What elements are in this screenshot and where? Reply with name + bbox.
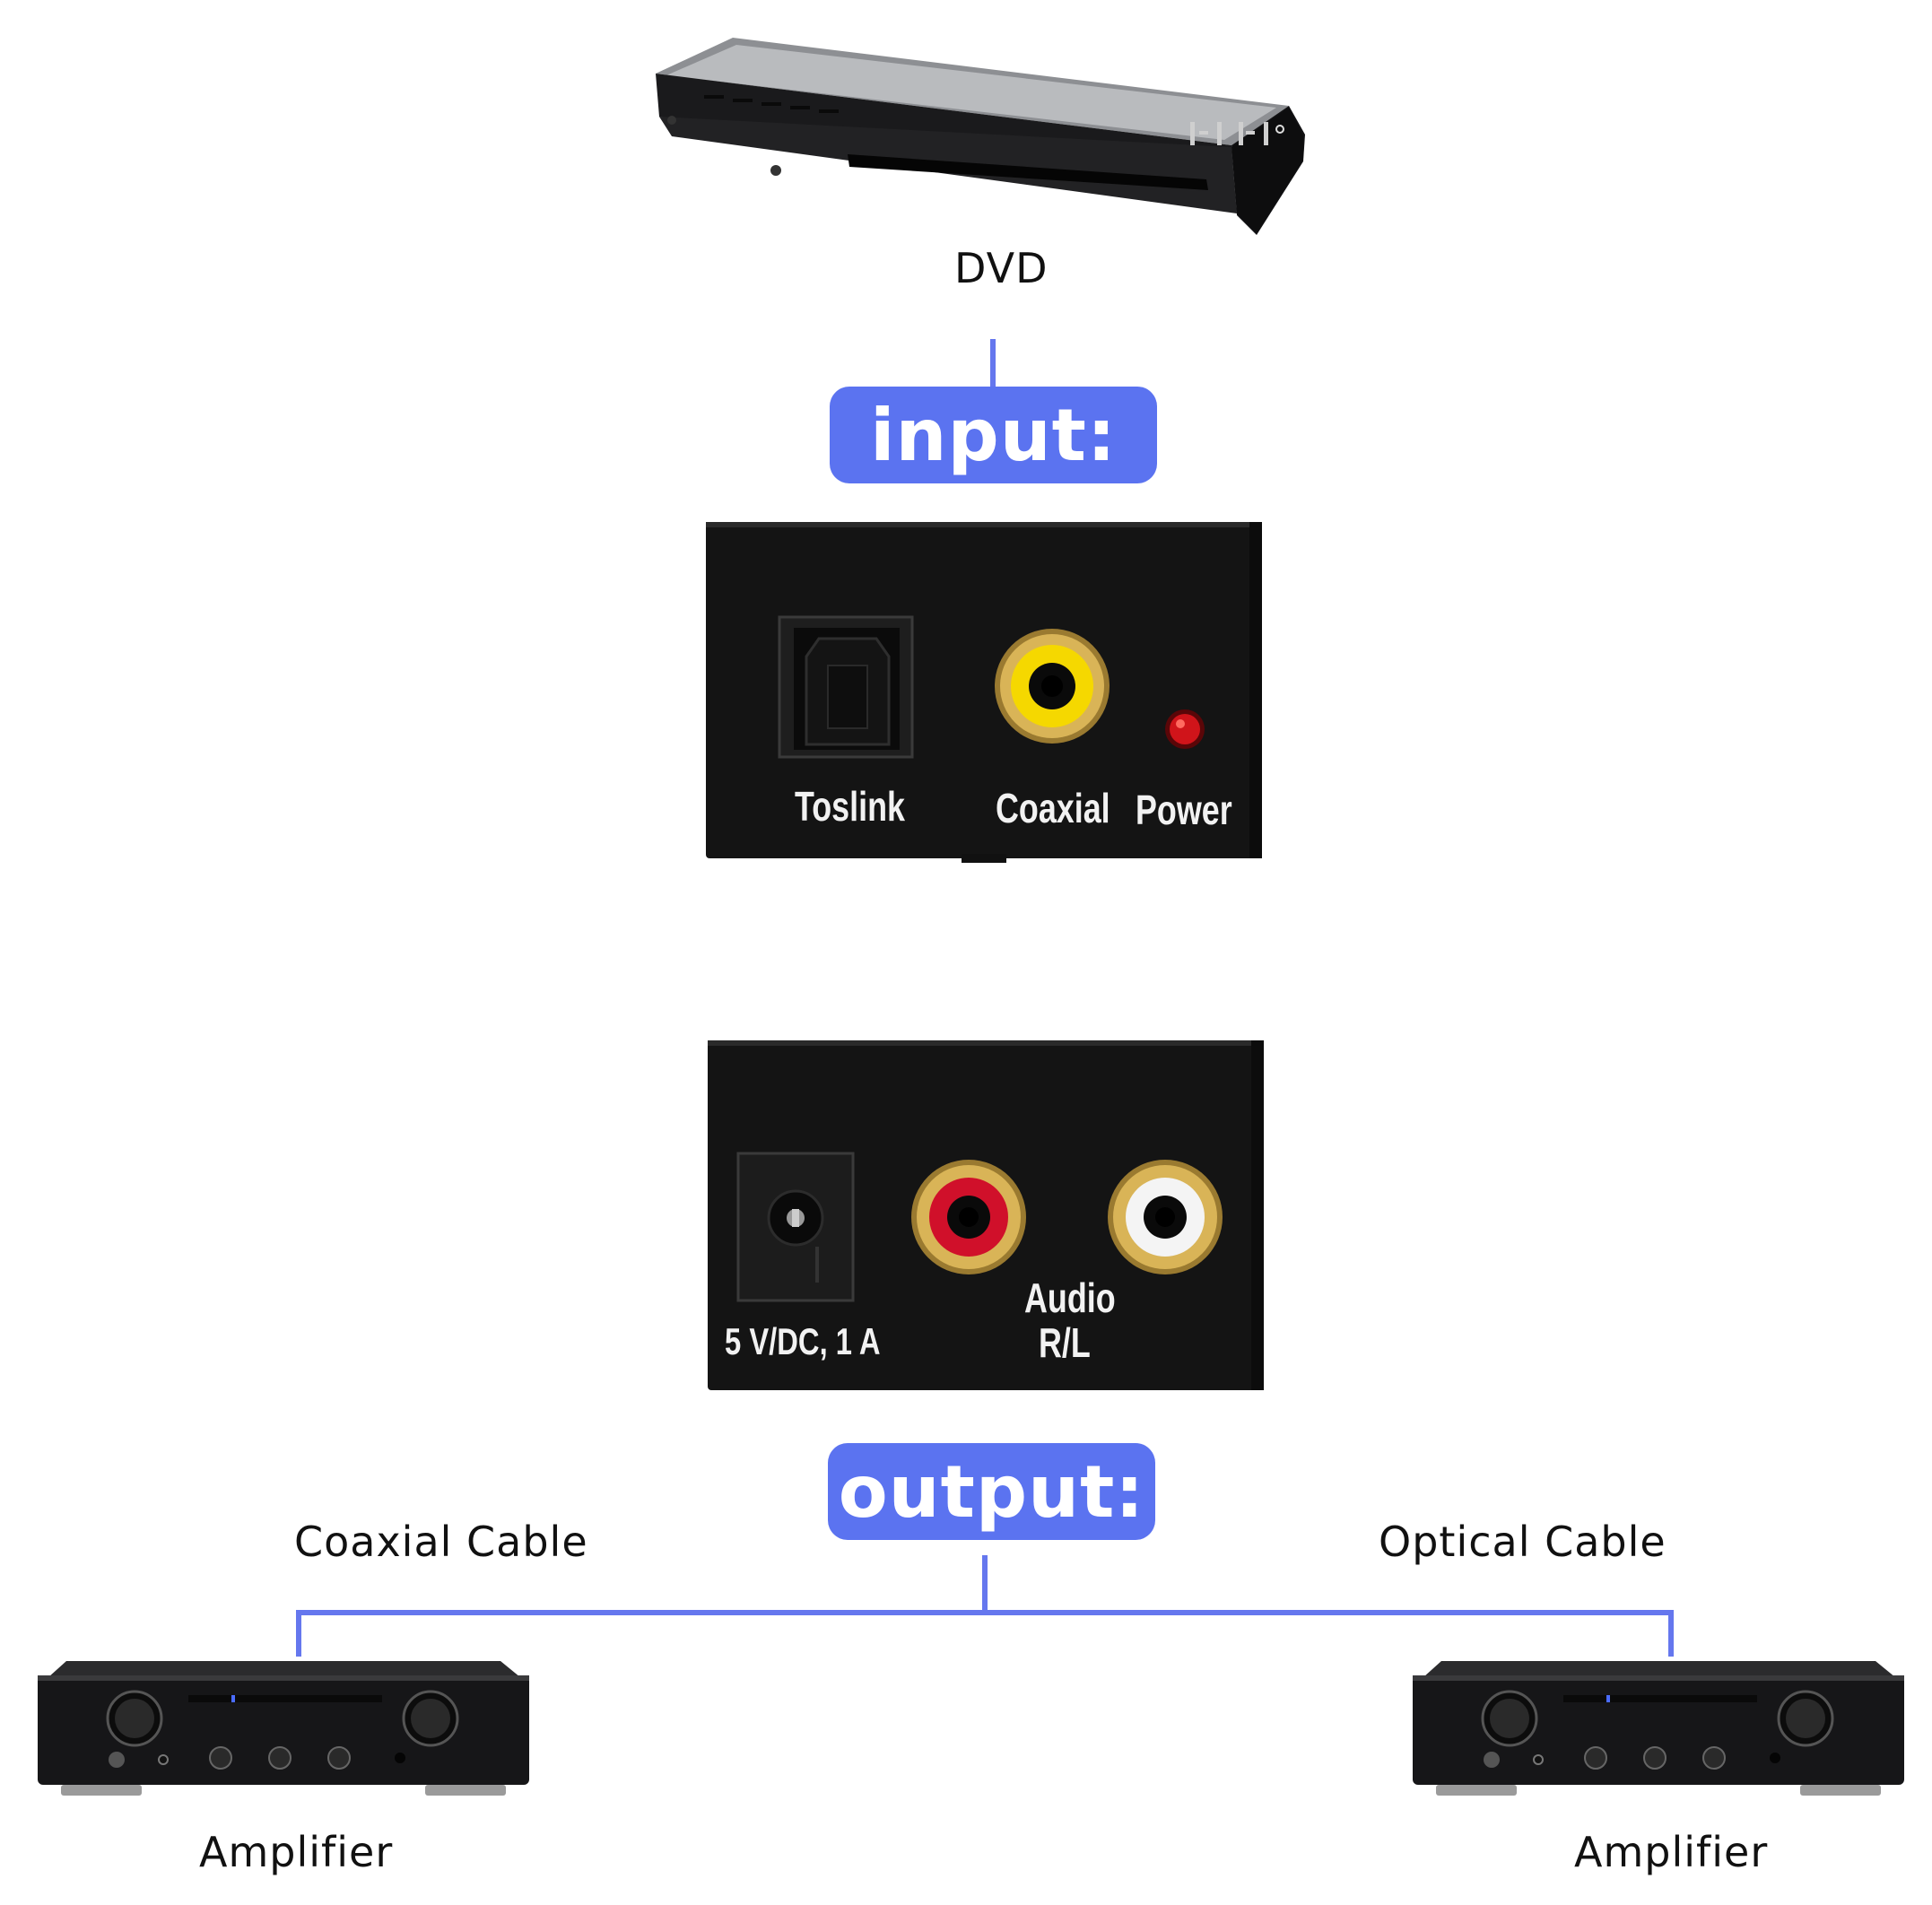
input-pill: input: (830, 387, 1157, 483)
left-amplifier-label: Amplifier (199, 1828, 394, 1876)
dvd-connection-line (990, 339, 996, 389)
left-amplifier-line (296, 1610, 301, 1657)
dvd-player-image (650, 36, 1310, 242)
converter-input-panel (706, 522, 1262, 867)
coaxial-label: Coaxial (996, 785, 1110, 831)
power-led (1164, 709, 1205, 750)
left-amplifier-image (36, 1657, 531, 1799)
power-label: Power (1136, 787, 1232, 833)
power-spec-label: 5 V/DC, 1 A (725, 1320, 881, 1362)
output-connection-bar (296, 1610, 1674, 1615)
audio-right-jack (910, 1159, 1027, 1275)
output-connection-stem (982, 1555, 988, 1613)
optical-cable-label: Optical Cable (1379, 1518, 1667, 1566)
right-amplifier-label: Amplifier (1574, 1828, 1769, 1876)
audio-left-jack (1107, 1159, 1223, 1275)
audio-label: Audio (1024, 1274, 1116, 1321)
rl-label: R/L (1039, 1319, 1091, 1366)
toslink-label: Toslink (795, 783, 905, 830)
right-amplifier-image (1411, 1657, 1906, 1799)
coaxial-input-jack (994, 628, 1110, 744)
dvd-label: DVD (954, 244, 1049, 292)
output-pill: output: (828, 1443, 1155, 1540)
right-amplifier-line (1668, 1610, 1674, 1657)
coaxial-cable-label: Coaxial Cable (294, 1518, 588, 1566)
